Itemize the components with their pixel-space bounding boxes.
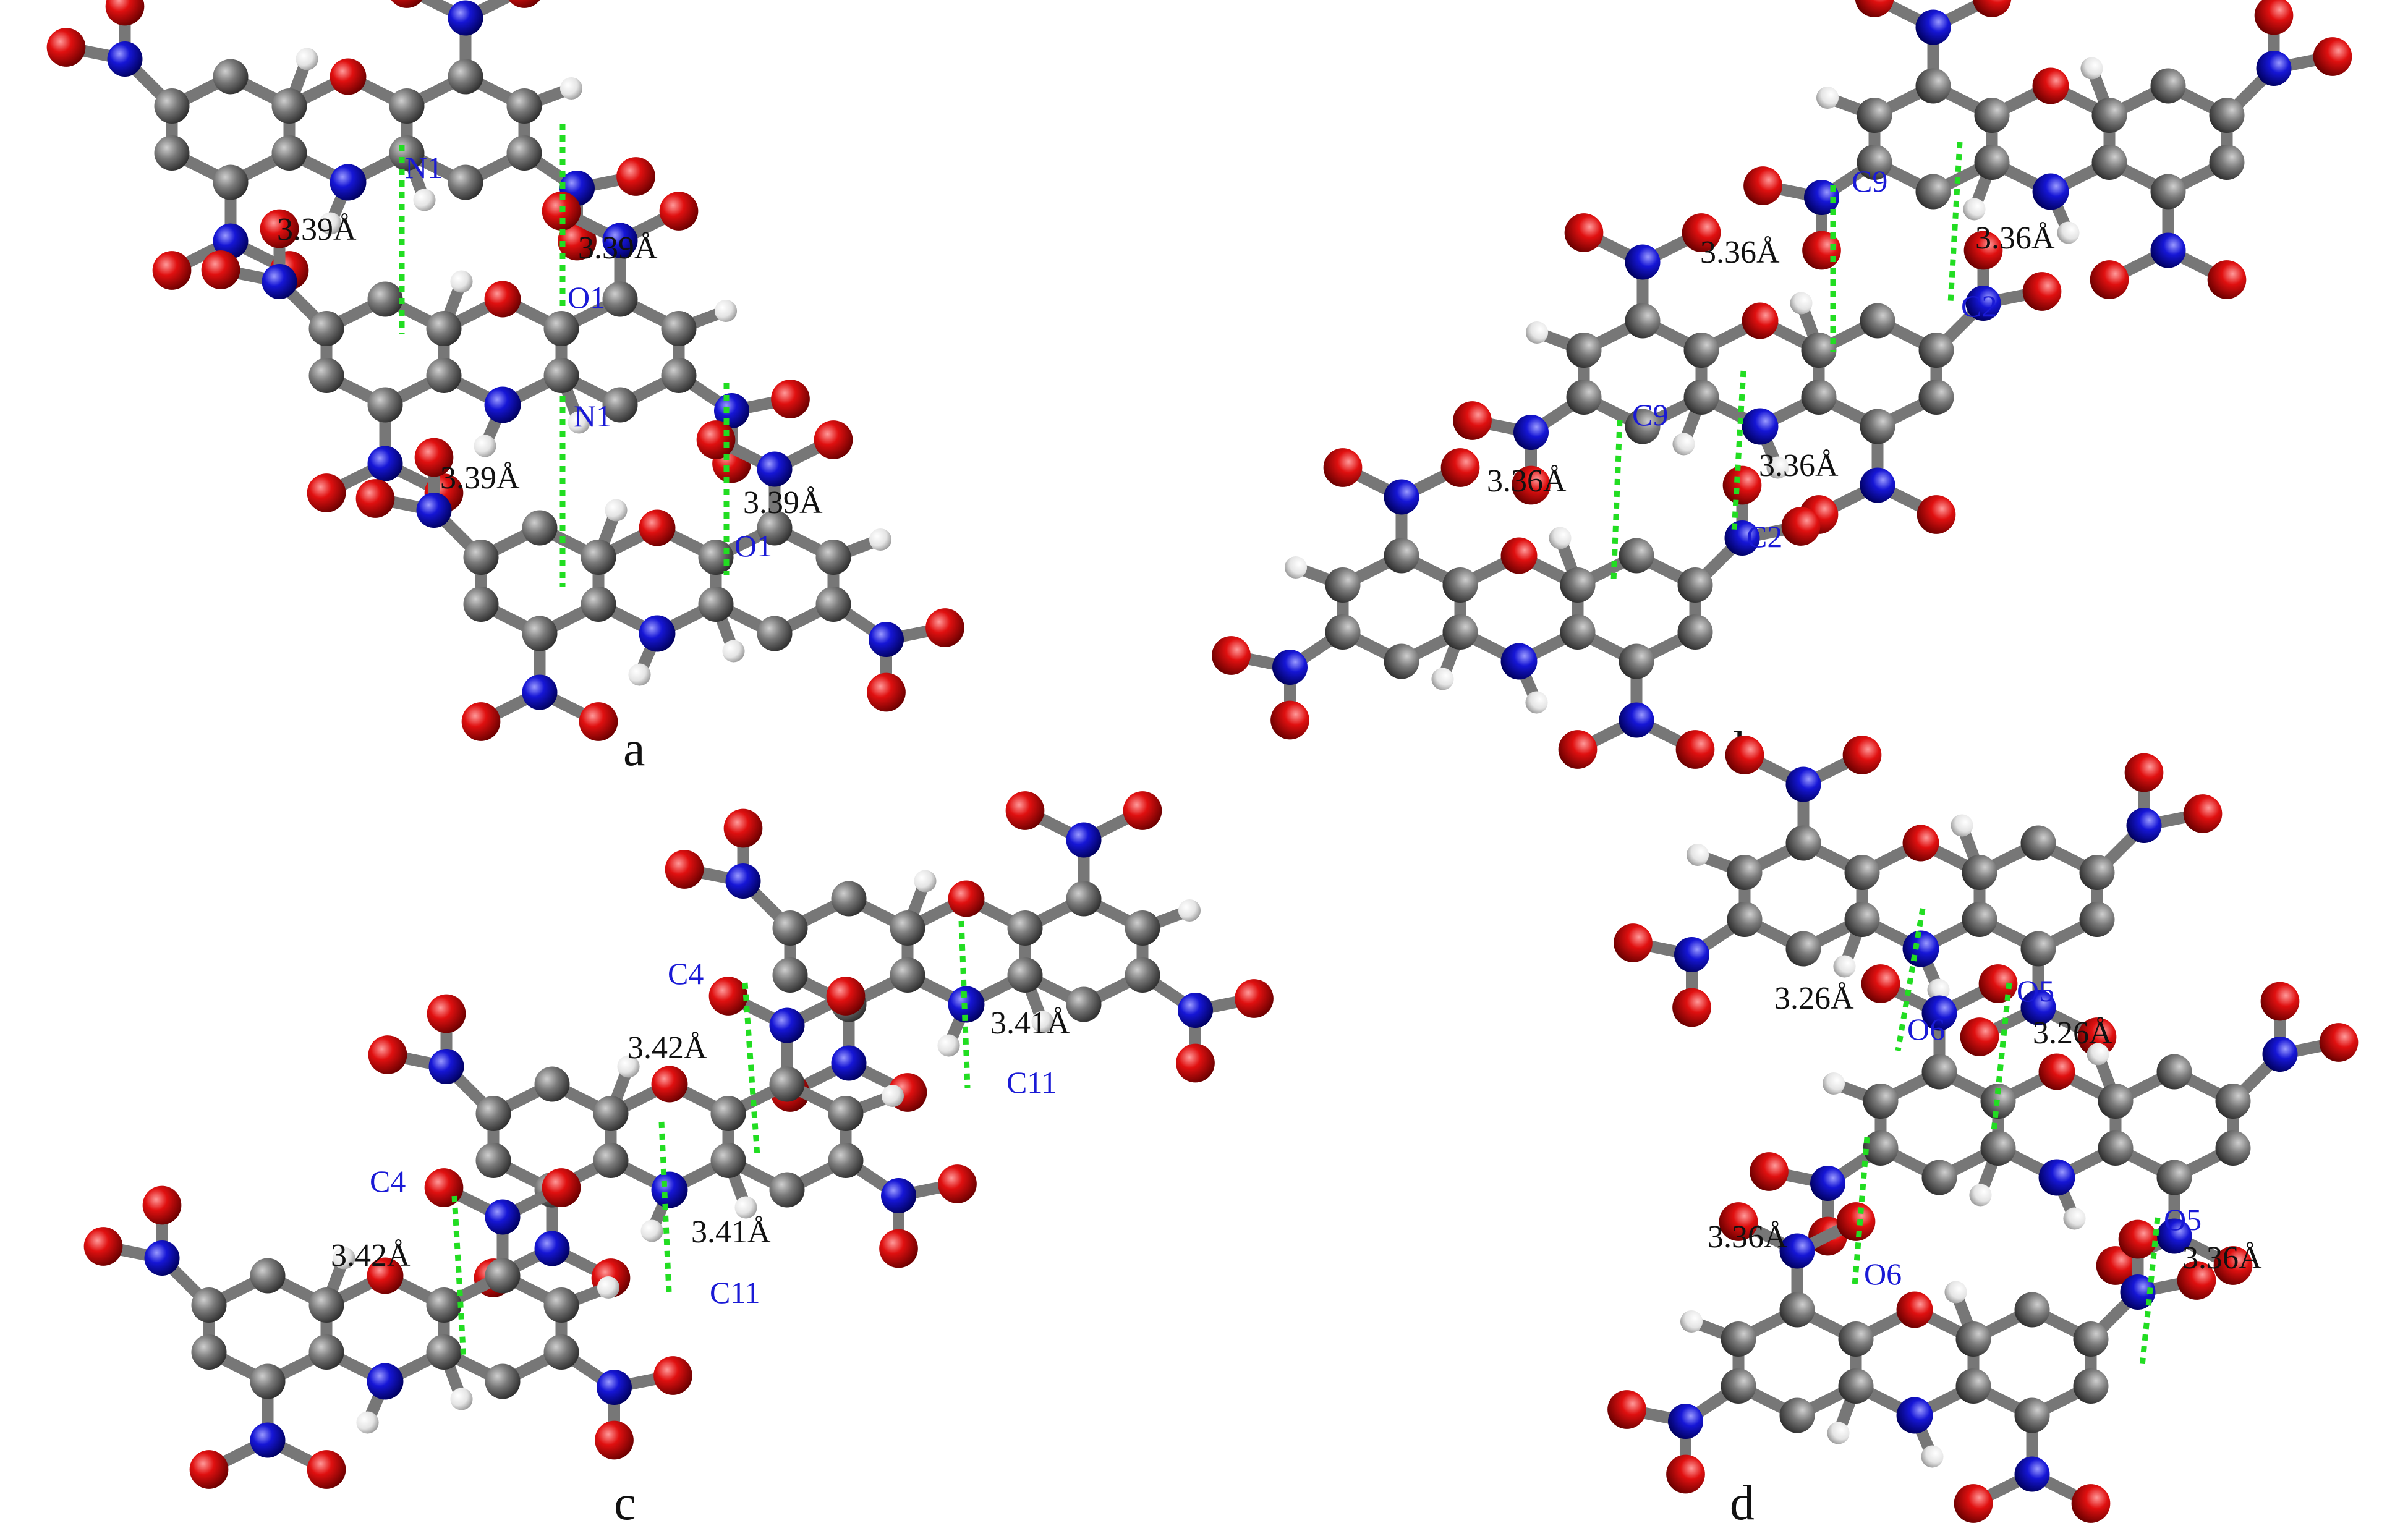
atom-label-a-3: N1 xyxy=(574,399,611,433)
contact-line-b-2 xyxy=(1947,142,1963,303)
atom-label-a-4: O1 xyxy=(734,528,772,563)
distance-label-d-4: 3.36Å xyxy=(2182,1240,2262,1276)
distance-label-c-1: 3.42Å xyxy=(628,1030,707,1066)
contact-line-d-3 xyxy=(1852,1137,1870,1286)
atom-label-c-3: C4 xyxy=(370,1164,406,1198)
panel-label-a: a xyxy=(623,722,645,776)
atom-label-b-2: C2 xyxy=(1961,289,1997,323)
distance-label-b-2: 3.36Å xyxy=(1975,221,2055,256)
atom-label-d-1: O6 xyxy=(1907,1012,1945,1046)
distance-label-a-1: 3.39Å xyxy=(277,212,357,247)
molecule-c-bottom xyxy=(84,1168,692,1489)
distance-label-d-2: 3.26Å xyxy=(2033,1016,2112,1051)
distance-label-a-3: 3.39Å xyxy=(440,460,520,496)
distance-label-c-2: 3.41Å xyxy=(990,1006,1070,1041)
distance-label-d-1: 3.26Å xyxy=(1774,981,1854,1016)
atom-label-a-2: O1 xyxy=(568,280,605,315)
atom-label-b-1: C9 xyxy=(1852,164,1887,198)
contact-line-c-4 xyxy=(658,1121,672,1292)
molecule-d-bottom xyxy=(1607,1202,2216,1523)
distance-label-b-4: 3.36Å xyxy=(1759,448,1839,483)
panel-c: C4 C11 C4 C11 3.42Å 3.41Å 3.42Å 3.41Å c xyxy=(84,791,1274,1530)
panel-d: O6 O5 O6 O5 3.26Å 3.26Å 3.36Å 3.36Å d xyxy=(1607,736,2358,1530)
distance-label-b-3: 3.36Å xyxy=(1487,464,1567,499)
atom-label-c-4: C11 xyxy=(710,1275,760,1310)
contact-line-c-2 xyxy=(958,920,971,1088)
panel-b: C9 C2 C9 C2 3.36Å 3.36Å 3.36Å 3.36Å b xyxy=(1212,0,2352,776)
distance-label-a-2: 3.39Å xyxy=(578,231,658,266)
atom-label-d-2: O5 xyxy=(2017,973,2054,1008)
atom-label-a-1: N1 xyxy=(405,150,443,185)
atom-label-b-4: C2 xyxy=(1746,519,1782,554)
contact-line-d-2 xyxy=(1991,982,2012,1132)
contact-line-d-4 xyxy=(2139,1217,2161,1367)
contact-line-b-4 xyxy=(1731,370,1746,532)
distance-label-c-4: 3.41Å xyxy=(691,1215,771,1250)
atom-label-c-2: C11 xyxy=(1006,1065,1057,1100)
contact-line-d-1 xyxy=(1895,908,1926,1051)
distance-label-d-3: 3.36Å xyxy=(1708,1219,1787,1255)
panel-a: N1 O1 N1 O1 3.39Å 3.39Å 3.39Å 3.39Å a xyxy=(47,0,964,776)
distance-label-c-3: 3.42Å xyxy=(331,1238,411,1273)
atom-label-b-3: C9 xyxy=(1632,397,1668,432)
distance-label-a-4: 3.39Å xyxy=(743,485,823,520)
atom-label-d-4: O5 xyxy=(2164,1202,2202,1237)
contact-line-c-1 xyxy=(742,982,760,1156)
distance-label-b-1: 3.36Å xyxy=(1700,235,1780,270)
contact-line-b-3 xyxy=(1610,420,1623,582)
contact-line-c-3 xyxy=(451,1195,467,1360)
molecule-c-middle xyxy=(368,977,977,1297)
panel-label-c: c xyxy=(614,1476,636,1530)
atom-label-d-3: O6 xyxy=(1864,1257,1902,1291)
panel-label-d: d xyxy=(1730,1476,1755,1530)
atom-label-c-1: C4 xyxy=(668,956,704,991)
